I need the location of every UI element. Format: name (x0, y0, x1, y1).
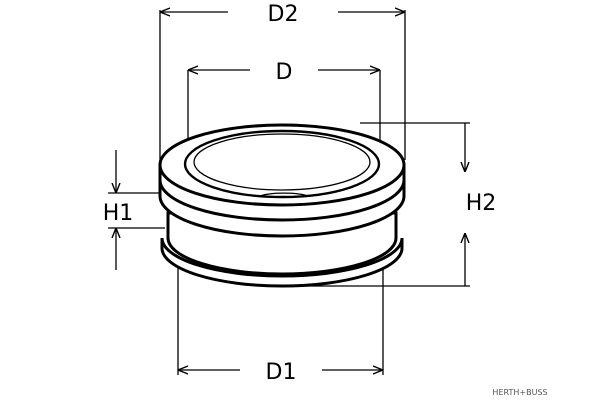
watermark: HERTH+BUSS (492, 388, 547, 397)
label-d2: D2 (268, 2, 299, 27)
label-d1: D1 (266, 360, 297, 385)
inner-rim (183, 129, 381, 199)
label-h2: H2 (466, 191, 497, 216)
dimension-lines (116, 12, 465, 370)
bottom-flange (160, 237, 404, 288)
dimension-labels: D2 D D1 H1 H2 HERTH+BUSS (103, 2, 548, 397)
label-d: D (276, 60, 293, 85)
grommet-body (158, 123, 406, 288)
label-h1: H1 (103, 201, 134, 226)
bore-bottom-edge (259, 192, 309, 197)
bore-opening (193, 133, 371, 191)
extension-lines (108, 10, 470, 375)
